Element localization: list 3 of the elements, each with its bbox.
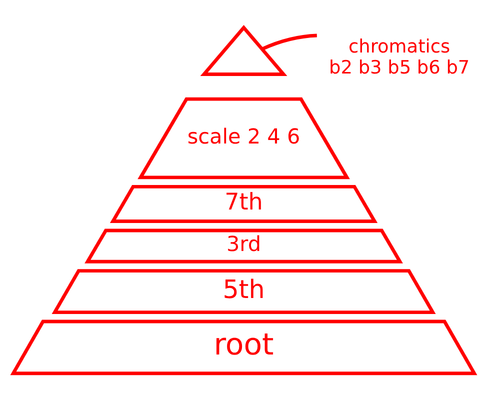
connector: [262, 33, 317, 50]
node-triangle: [200, 24, 288, 76]
node-text: chromatics b2 b3 b5 b6 b7: [329, 36, 470, 78]
